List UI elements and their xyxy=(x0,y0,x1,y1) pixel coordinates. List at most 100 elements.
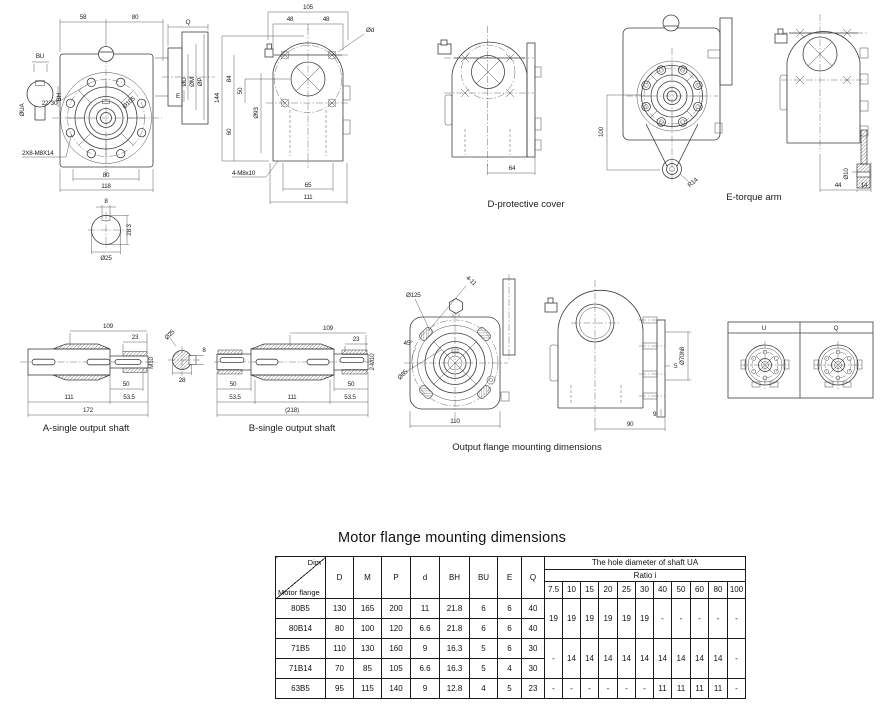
cell: 40 xyxy=(521,598,545,619)
table-row: 71B5 110 130 160 9 16.3 5 6 30 - 14 14 1… xyxy=(275,638,747,679)
corner-bolt-pads xyxy=(419,327,491,399)
ratio-col-header: 100 xyxy=(726,581,747,599)
ratio-cell: - xyxy=(544,678,563,699)
dim-110: 110 xyxy=(409,411,501,428)
torque-arm-triangle xyxy=(645,123,699,179)
flange-name: 71B14 xyxy=(275,658,326,679)
ratio-col-header: 10 xyxy=(562,581,581,599)
dim-label: 48 xyxy=(287,16,294,23)
cover-body xyxy=(437,26,542,166)
bolt-holes xyxy=(641,65,703,127)
torque-arm-drawing: 100 R14 Ø10 xyxy=(598,14,872,203)
ratio-col-header: 80 xyxy=(708,581,728,599)
table-title: Motor flange mounting dimensions xyxy=(338,530,567,546)
keyway-slot xyxy=(255,358,279,366)
dim-label: 50 xyxy=(348,381,355,388)
bolt-circle-label: Ø105 xyxy=(121,95,137,110)
ratio-cell: - xyxy=(690,598,709,639)
drawing-caption: D-protective cover xyxy=(487,199,564,210)
cell: 4 xyxy=(497,658,522,679)
dim-label: 60 xyxy=(226,128,233,135)
front-view-drawing: BU BH ØUA xyxy=(19,14,215,262)
uq-panel: U Q xyxy=(727,321,874,399)
dim-label: 14 xyxy=(861,182,868,189)
motor-flange-table: Dim Motor flange D M P d BH BU E Q The h… xyxy=(275,556,747,699)
cell: 95 xyxy=(325,678,354,699)
cell: 11 xyxy=(410,598,440,619)
keyway-slot xyxy=(86,358,111,366)
table-corner-cell: Dim Motor flange xyxy=(275,556,326,599)
cell: 40 xyxy=(521,618,545,639)
cell: 115 xyxy=(353,678,382,699)
corner-dim-label: Dim xyxy=(307,558,321,567)
cell: 6.6 xyxy=(410,658,440,679)
uq-header-q: Q xyxy=(834,325,839,332)
dim-label: 48 xyxy=(323,16,330,23)
ratio-cell: 14 xyxy=(580,638,599,679)
dia-label: Ø85 xyxy=(396,368,409,381)
shaft-b-dimensions: 109 23 50 53.5 111 50 53.5 (218) xyxy=(216,325,369,417)
flange-name: 71B5 xyxy=(275,638,326,659)
ratio-cell: 14 xyxy=(635,638,654,679)
flange-side-body xyxy=(544,280,666,418)
col-header: D xyxy=(325,556,354,599)
shaft-body: 2-M10 xyxy=(214,343,376,381)
ratio-cell: - xyxy=(544,638,563,679)
cell: 110 xyxy=(325,638,354,659)
cell: 30 xyxy=(521,658,545,679)
cell: 200 xyxy=(381,598,411,619)
ratio-cell: 19 xyxy=(617,598,636,639)
dim-label: 53.5 xyxy=(229,394,241,401)
cell: 5 xyxy=(497,678,522,699)
table-row: 80B5 130 165 200 11 21.8 6 6 40 19 19 19… xyxy=(275,598,747,639)
bolt-note-label: 4-M8x10 xyxy=(232,170,256,177)
drawing-caption: A-single output shaft xyxy=(43,423,130,434)
hex-plug xyxy=(449,298,463,314)
dim-100: 100 xyxy=(598,94,660,171)
ratio-cell: 19 xyxy=(580,598,599,639)
dim-label: 105 xyxy=(303,4,314,11)
col-header: BH xyxy=(439,556,470,599)
dim-label: 110 xyxy=(450,418,460,425)
dim-label: 118 xyxy=(101,183,111,190)
dim-label: 58 xyxy=(80,14,87,21)
ratio-cell: - xyxy=(726,598,747,639)
output-flange-caption: Output flange mounting dimensions xyxy=(452,442,602,453)
cell: 6 xyxy=(469,598,498,619)
dim-label: 8 xyxy=(104,198,108,205)
cell: 6.6 xyxy=(410,618,440,639)
cell: 140 xyxy=(381,678,411,699)
cell: 120 xyxy=(381,618,411,639)
ratio-cell: 19 xyxy=(598,598,618,639)
keyway-slot xyxy=(31,358,56,366)
cell: 16.3 xyxy=(439,658,470,679)
cell: 12.8 xyxy=(439,678,470,699)
ratio-cell: 14 xyxy=(562,638,581,679)
output-shaft-section-detail: 8 28.3 Ø25 xyxy=(88,198,133,262)
output-flange-front-drawing: Ø125 4-11 45° Ø85 xyxy=(396,274,516,428)
motor-flange-profile: Q ØD ØM ØP E xyxy=(155,19,215,125)
ratio-col-header: 40 xyxy=(653,581,672,599)
dim-label: 28.3 xyxy=(126,224,133,236)
cell: 70 xyxy=(325,658,354,679)
keyway-slot xyxy=(219,357,245,363)
cell: 30 xyxy=(521,638,545,659)
ratio-col-header: 50 xyxy=(671,581,691,599)
ratio-cell: 11 xyxy=(671,678,691,699)
dim-label: Q xyxy=(186,19,191,26)
hollow-shaft-detail: BU BH ØUA xyxy=(19,53,63,121)
shaft-body: M10 xyxy=(20,343,158,381)
dia-label: ØD xyxy=(181,77,188,87)
ratio-col-header: 25 xyxy=(617,581,636,599)
cell: 160 xyxy=(381,638,411,659)
ratio-cell: 14 xyxy=(653,638,672,679)
cell: 80 xyxy=(325,618,354,639)
cell: 6 xyxy=(497,618,522,639)
thread-label: M10 xyxy=(148,356,155,368)
ratio-cell: - xyxy=(726,678,747,699)
corner-flange-label: Motor flange xyxy=(278,587,320,597)
dim-label: 144 xyxy=(214,92,221,103)
top-dimensions: 105 48 48 Ød xyxy=(267,4,375,53)
dia-label: Ød xyxy=(366,27,375,34)
vent-plug xyxy=(774,33,788,44)
